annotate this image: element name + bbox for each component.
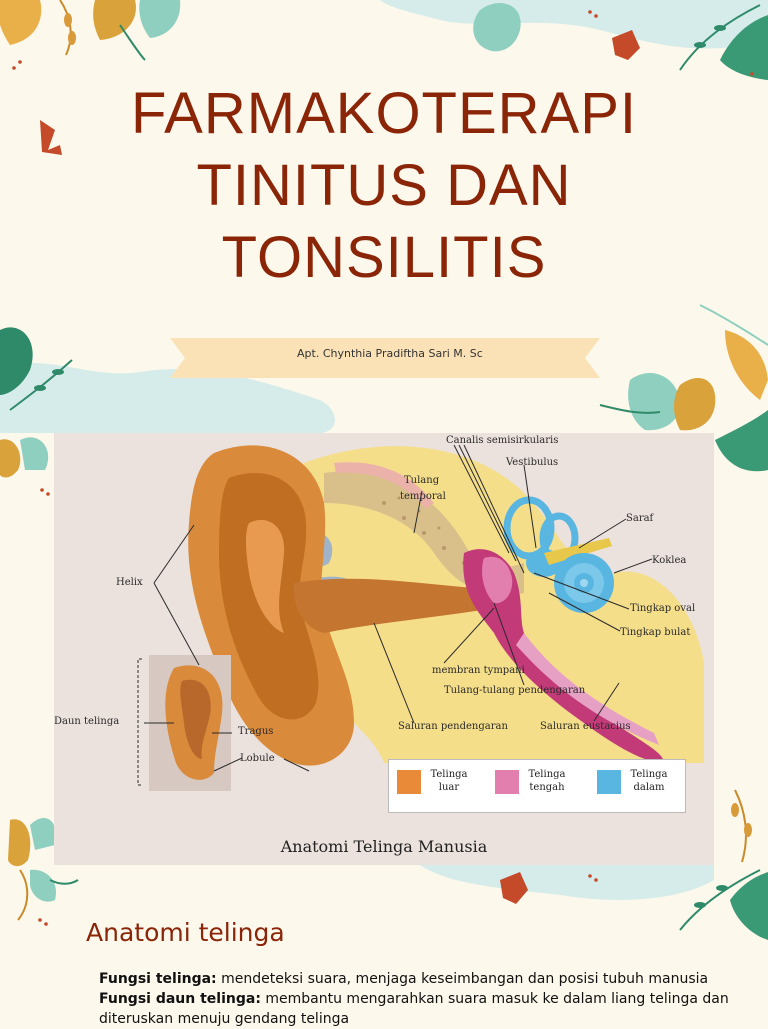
label-saluran-pendengaran: Saluran pendengaran (398, 721, 508, 732)
title-line-1: FARMAKOTERAPI (130, 81, 638, 146)
label-tulang-pendengaran: Tulang-tulang pendengaran (444, 685, 586, 696)
label-tingkap-bulat: Tingkap bulat (620, 627, 691, 638)
ribbon-banner (170, 338, 600, 378)
label-saraf: Saraf (626, 513, 654, 524)
legend-swatch-dalam (597, 770, 621, 794)
section-body: Fungsi telinga: mendeteksi suara, menjag… (99, 969, 739, 1029)
label-vestibulus: Vestibulus (506, 457, 559, 468)
legend-swatch-luar (397, 770, 421, 794)
leaf-cluster-bottom-right-icon (500, 789, 768, 940)
fungsi-telinga-label: Fungsi telinga: (99, 971, 217, 987)
label-helix: Helix (116, 577, 143, 588)
ear-anatomy-illustration (137, 444, 704, 791)
leaf-cluster-mid-left-icon (0, 327, 73, 496)
author-name: Apt. Chynthia Pradiftha Sari M. Sc (297, 347, 483, 360)
leaf-cluster-bottom-left-icon (8, 817, 79, 926)
title-line-3: TONSILITIS (221, 225, 547, 290)
figure-caption: Anatomi Telinga Manusia (280, 837, 488, 856)
leaf-cluster-top-left-icon (0, 0, 181, 155)
label-lobule: Lobule (240, 753, 275, 764)
section-heading: Anatomi telinga (86, 918, 285, 947)
title-line-2: TINITUS DAN (196, 153, 572, 218)
label-tingkap-oval: Tingkap oval (630, 603, 696, 614)
label-tragus: Tragus (238, 726, 274, 737)
label-canalis: Canalis semisirkularis (446, 435, 559, 446)
page-title: FARMAKOTERAPI TINITUS DAN TONSILITIS (0, 78, 768, 294)
leaf-cluster-mid-right-icon (599, 304, 768, 472)
fungsi-daun-telinga-label: Fungsi daun telinga: (99, 991, 261, 1007)
label-daun-telinga: Daun telinga (54, 716, 120, 727)
label-tulang-2: temporal (400, 491, 446, 502)
paragraph-fungsi-telinga: Fungsi telinga: mendeteksi suara, menjag… (99, 969, 739, 989)
left-blob (0, 362, 335, 433)
label-saluran-eustacius: Saluran eustacius (540, 721, 631, 732)
ear-anatomy-figure: Canalis semisirkularis Vestibulus Tulang… (54, 433, 714, 865)
fungsi-daun-telinga-text: membantu mengarahkan suara masuk ke dala… (99, 991, 729, 1027)
paragraph-fungsi-daun-telinga: Fungsi daun telinga: membantu mengarahka… (99, 989, 739, 1029)
label-tulang-1: Tulang (404, 475, 440, 486)
top-blob (380, 0, 768, 49)
leaf-cluster-top-right-icon (473, 2, 768, 80)
fungsi-telinga-text: mendeteksi suara, menjaga keseimbangan d… (216, 971, 709, 987)
bottom-blob (420, 865, 714, 900)
label-koklea: Koklea (652, 555, 687, 566)
label-membran: membran tympani (432, 665, 525, 676)
legend-swatch-tengah (495, 770, 519, 794)
